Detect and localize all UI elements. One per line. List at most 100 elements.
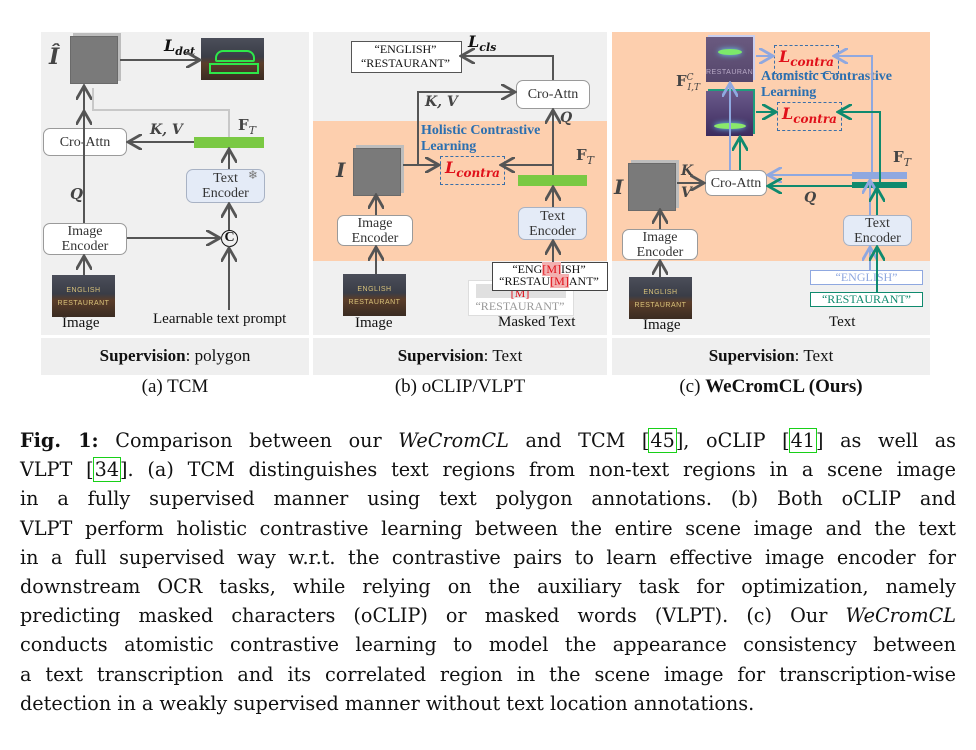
atomistic-line1: Atomistic Contrastive xyxy=(761,69,893,84)
masked-word-1: “ENG[M]ISH” xyxy=(492,262,606,276)
supervision-value: : Text xyxy=(794,346,834,365)
caption-text: conducts atomistic contrastive learning … xyxy=(20,633,956,657)
loss-cls-label: Lcls xyxy=(468,32,496,54)
cross-attn-text: Cro-Attn xyxy=(527,87,579,102)
caption-text: and TCM [ xyxy=(508,429,650,452)
supervision-value: : Text xyxy=(483,346,523,365)
sublabel-method: WeCromCL (Ours) xyxy=(705,376,863,397)
detection-result-image xyxy=(201,38,264,80)
image-encoder-box: Image Encoder xyxy=(43,223,127,255)
caption-line: in a fully supervised manner using text … xyxy=(20,484,956,513)
method-name: WeCromCL xyxy=(845,604,956,628)
loss-symbol: L xyxy=(468,32,480,51)
citation-link[interactable]: 41 xyxy=(788,428,818,453)
ft-label: FT xyxy=(576,146,594,167)
image-hat-label: Î xyxy=(49,44,60,70)
scene-image: ENGLISH RESTAURANT xyxy=(52,275,115,317)
attention-blob xyxy=(718,49,742,55)
target-words-box xyxy=(351,41,462,73)
caption-line: Fig. 1: Comparison between our WeCromCL … xyxy=(20,426,956,455)
masked-word-2-pre: “RESTAU xyxy=(499,274,551,288)
caption-text: VLPT perform holistic contrastive learni… xyxy=(20,516,956,540)
masked-word-2-post: ANT” xyxy=(568,274,599,288)
text-encoder-line2: Encoder xyxy=(529,223,576,239)
text-encoder-line1: Text xyxy=(540,208,565,224)
caption-text: VLPT [ xyxy=(20,458,94,482)
input-word-restaurant: “RESTAURANT” xyxy=(810,292,923,307)
text-encoder-line1: Text xyxy=(865,215,890,231)
panel-c-sublabel: (c) WeCromCL (Ours) xyxy=(612,376,930,398)
fit-superscript: C xyxy=(686,73,694,83)
loss-subscript: contra xyxy=(790,55,834,70)
image-i-label: I xyxy=(614,175,624,199)
supervision-label: Supervision xyxy=(708,346,795,365)
loss-symbol: L xyxy=(779,47,791,66)
image-encoder-line2: Encoder xyxy=(351,230,399,246)
mask-token: [M] xyxy=(542,262,561,276)
attention-map-english: RESTAURANT xyxy=(706,37,753,82)
caption-line: predicting masked characters (oCLIP) or … xyxy=(20,601,956,630)
mask-token: [M] xyxy=(550,274,569,288)
output-feature-cube xyxy=(70,36,118,84)
image-i-label: I xyxy=(336,158,346,182)
masked-word-1-post: ISH” xyxy=(561,262,586,276)
snowflake-icon: ❄ xyxy=(248,168,259,182)
method-name: WeCromCL xyxy=(398,429,509,452)
cross-attn-text: Cro-Attn xyxy=(710,175,762,191)
kv-label: K, V xyxy=(150,122,183,138)
prompt-label: Learnable text prompt xyxy=(153,311,287,327)
loss-subscript: contra xyxy=(456,166,500,181)
caption-text: Comparison between our xyxy=(98,429,399,452)
q-label: Q xyxy=(804,190,817,206)
caption-line: conducts atomistic contrastive learning … xyxy=(20,630,956,659)
caption-text: predicting masked characters (oCLIP) or … xyxy=(20,604,846,628)
diagram-arrows xyxy=(0,0,976,310)
text-encoder-line2: Encoder xyxy=(854,230,901,246)
photo-sign-2: RESTAURANT xyxy=(348,299,401,306)
ft-symbol: F xyxy=(576,146,587,164)
loss-symbol: L xyxy=(164,36,176,55)
citation-link[interactable]: 34 xyxy=(92,457,122,483)
masked-word-2: “RESTAU[M]ANT” xyxy=(492,274,606,288)
masked-text-label: Masked Text xyxy=(498,314,576,330)
caption-text: ] as well as xyxy=(816,429,956,452)
image-encoder-line1: Image xyxy=(642,229,678,245)
target-word-2: “RESTAURANT” xyxy=(360,56,451,70)
text-encoder-line2: Encoder xyxy=(202,186,249,201)
caption-text: ]. (a) TCM distinguishes text regions fr… xyxy=(120,458,956,482)
image-encoder-line2: Encoder xyxy=(636,244,684,260)
atomistic-line2: Learning xyxy=(761,85,817,100)
panel-a-sublabel: (a) TCM xyxy=(141,376,209,397)
fit-symbol: F xyxy=(676,72,687,90)
q-label: Q xyxy=(560,110,573,126)
detection-box-1 xyxy=(215,50,255,62)
loss-symbol: L xyxy=(782,104,794,123)
supervision-label: Supervision xyxy=(397,346,484,365)
caption-text: detection in a weakly supervised manner … xyxy=(20,691,755,715)
atomistic-cl-title: Atomistic Contrastive Learning xyxy=(761,69,892,101)
caption-text: ], oCLIP [ xyxy=(675,429,790,452)
masked-word-back: “RESTAURANT” xyxy=(475,299,565,313)
text-feature-bar-restaurant xyxy=(852,182,907,188)
arrow-ft-to-lcontra-2 xyxy=(840,112,881,182)
ft-subscript: T xyxy=(248,124,256,137)
loss-subscript: cls xyxy=(479,41,497,55)
panel-b-sublabel: (b) oCLIP/VLPT xyxy=(394,376,526,397)
citation-link[interactable]: 45 xyxy=(648,428,677,453)
supervision-value: : polygon xyxy=(185,346,251,365)
image-label: Image xyxy=(643,317,681,333)
holistic-cl-title: Holistic Contrastive Learning xyxy=(421,123,540,155)
ft-symbol: F xyxy=(238,116,249,134)
attention-map-sign: RESTAURANT xyxy=(706,69,753,76)
loss-subscript: contra xyxy=(793,112,837,127)
cross-attn-box: Cro-Attn xyxy=(705,170,767,196)
text-feature-bar xyxy=(518,175,587,186)
image-encoder-line1: Image xyxy=(67,224,103,239)
photo-sign-1: ENGLISH xyxy=(66,287,101,294)
figure-label: Fig. 1: xyxy=(20,429,99,452)
image-encoder-line2: Encoder xyxy=(61,239,109,254)
supervision-label: Supervision xyxy=(99,346,186,365)
image-label: Image xyxy=(62,315,100,331)
image-encoder-box: Image Encoder xyxy=(337,215,413,246)
photo-sign-1: ENGLISH xyxy=(643,289,678,296)
